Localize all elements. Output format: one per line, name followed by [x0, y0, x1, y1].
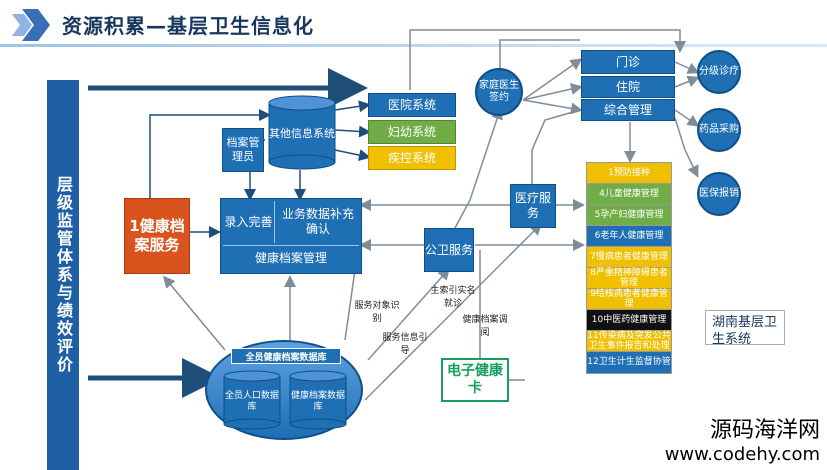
annotation-master-index: 主索引实名就诊 — [430, 286, 476, 309]
hospital-system-box: 医院系统 — [368, 93, 456, 117]
service-item: 5孕产妇健康管理 — [586, 204, 672, 227]
business-data-confirm-box: 业务数据补充确认 — [281, 207, 354, 236]
service-item: 4儿童健康管理 — [586, 183, 672, 206]
service-item: 6老年人健康管理 — [586, 225, 672, 248]
annotation-service-target: 服务对象识别 — [354, 301, 400, 324]
database-title: 全员健康档案数据库 — [231, 348, 341, 364]
medical-service-box: 医疗服务 — [510, 184, 556, 228]
population-db-cylinder: 全员人口数据库 — [223, 370, 281, 430]
logo-icon — [10, 6, 54, 44]
disease-control-system-box: 疾控系统 — [368, 146, 456, 170]
integrated-management-box: 综合管理 — [581, 99, 675, 121]
other-info-system-cylinder: 其他信息系统 — [268, 95, 336, 170]
page-title: 资源积累—基层卫生信息化 — [62, 14, 314, 38]
health-record-db-cylinder: 健康档案数据库 — [289, 370, 347, 430]
ehealth-card: 电子健康卡 — [441, 358, 509, 402]
service-item: 1预防接种 — [586, 162, 672, 185]
annotation-service-info: 服务信息引导 — [382, 333, 428, 356]
tiered-treatment-circle: 分级诊疗 — [697, 50, 741, 94]
family-doctor-circle: 家庭医生签约 — [475, 68, 523, 116]
service-item: 7慢病患者健康管理 — [586, 246, 672, 269]
outpatient-box: 门诊 — [581, 50, 675, 74]
inpatient-box: 住院 — [581, 76, 675, 98]
health-record-service-box: 1健康档案服务 — [124, 198, 190, 274]
annotation-record-access: 健康档案调阅 — [462, 315, 508, 338]
population-database-ellipse: 全员健康档案数据库 全员人口数据库 健康档案数据库 — [205, 340, 363, 440]
other-info-system-label: 其他信息系统 — [269, 127, 335, 141]
service-item: 10中医药健康管理 — [586, 309, 672, 332]
record-manager-box: 档案管理员 — [222, 128, 264, 172]
watermark-line1: 源码海洋网 — [709, 418, 820, 443]
drug-procurement-circle: 药品采购 — [697, 108, 741, 152]
service-item: 8严重精神障碍患者管理 — [586, 267, 672, 290]
service-item: 12卫生计生监督协管 — [586, 351, 672, 374]
maternal-system-box: 妇幼系统 — [368, 120, 456, 144]
service-item: 11传染病及突发公共卫生事件报告和处理 — [586, 330, 672, 353]
entry-complete-box: 录入完善 — [223, 201, 275, 243]
watermark: 源码海洋网 www.codehy.com — [640, 412, 820, 466]
insurance-reimburse-circle: 医保报销 — [697, 172, 741, 216]
watermark-line2: www.codehy.com — [664, 444, 820, 465]
population-db-label: 全员人口数据库 — [224, 390, 279, 412]
health-record-db-label: 健康档案数据库 — [290, 390, 345, 412]
public-health-service-box: 公卫服务 — [424, 228, 474, 272]
service-item: 9结核病患者健康管理 — [586, 288, 672, 311]
health-record-management-label: 健康档案管理 — [223, 245, 359, 271]
hierarchy-supervision-bar: 层级监管体系与绩效评价 — [47, 80, 79, 470]
health-record-management-group: 录入完善 业务数据补充确认 健康档案管理 — [220, 198, 362, 274]
header-divider — [0, 44, 827, 47]
hunan-label: 湖南基层卫生系统 — [705, 310, 785, 345]
